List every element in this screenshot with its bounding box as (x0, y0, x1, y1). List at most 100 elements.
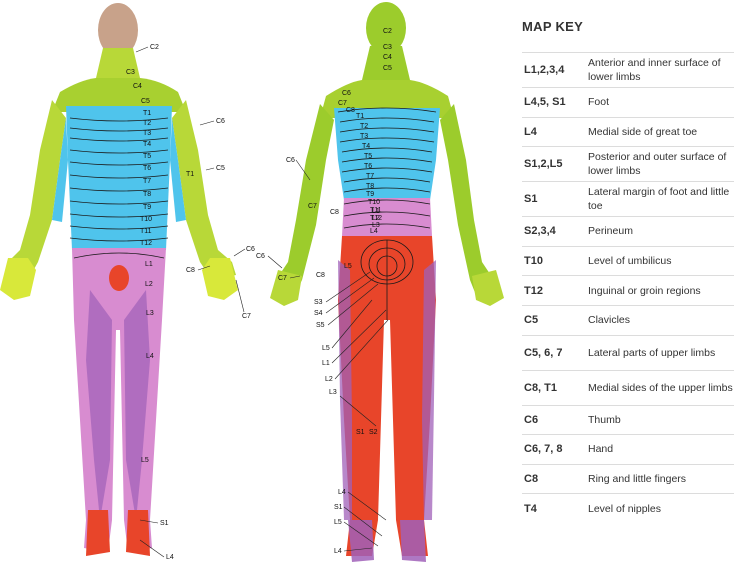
front-label: C5 (216, 165, 225, 172)
map-key-description: Clavicles (588, 314, 631, 327)
back-label: L5 (334, 519, 342, 526)
front-legs-dark-left (86, 290, 112, 520)
front-hand-left (0, 258, 36, 300)
map-key-code: S2,3,4 (524, 225, 556, 238)
back-label: S5 (316, 322, 325, 329)
back-lumbar-region (342, 198, 432, 236)
back-legs-lateral-left (338, 260, 352, 520)
back-label: C6 (256, 253, 265, 260)
map-key-row: L4,5, S1 Foot (522, 87, 734, 117)
back-label: L2 (325, 376, 333, 383)
back-perineum-rings (360, 239, 414, 320)
map-key-code: L4,5, S1 (524, 96, 566, 109)
front-label: C6 (246, 246, 255, 253)
front-label: L4 (166, 554, 174, 561)
back-label: T10 (368, 199, 380, 206)
back-label: S3 (314, 299, 323, 306)
back-label: S2 (369, 429, 378, 436)
back-arm-right (440, 104, 498, 300)
back-label: C4 (383, 54, 392, 61)
back-label: T3 (360, 133, 368, 140)
map-key-description: Foot (588, 96, 610, 109)
front-label: T1 (186, 171, 194, 178)
back-body (270, 2, 504, 562)
front-label: C4 (133, 83, 142, 90)
front-label: T12 (140, 240, 152, 247)
map-key-row: C8 Ring and little fingers (522, 463, 734, 494)
map-key-code: C6 (524, 413, 539, 426)
map-key-description: Ring and little fingers (588, 473, 687, 486)
map-key-code: C5, 6, 7 (524, 346, 563, 359)
map-key-code: C8 (524, 473, 539, 486)
map-key-row: C5 Clavicles (522, 304, 734, 335)
front-groin (109, 265, 129, 291)
map-key-description: Perineum (588, 225, 633, 238)
map-key-description: Hand (588, 443, 614, 456)
front-label: T4 (143, 141, 151, 148)
back-hand-right (472, 270, 504, 306)
back-label: T8 (366, 183, 374, 190)
map-key-code: S1,2,L5 (524, 158, 563, 171)
front-labels: C2 C3 C4 C5 T1 T2 T3 T4 T5 T6 T7 T8 T9 T… (126, 44, 255, 561)
map-key-code: L1,2,3,4 (524, 64, 565, 76)
map-key-code: C8, T1 (524, 381, 558, 394)
front-thoracic-bands (69, 117, 169, 242)
back-label: C7 (278, 275, 287, 282)
back-label: T12 (370, 215, 382, 222)
back-neck (362, 46, 410, 80)
back-label: S4 (314, 310, 323, 317)
front-head (98, 3, 138, 57)
back-head (366, 2, 406, 54)
front-arm-left (4, 100, 66, 280)
back-label: L5 (344, 263, 352, 270)
front-arm-inner-left (52, 118, 68, 222)
back-label: L2 (372, 215, 380, 222)
front-label: C3 (126, 69, 135, 76)
back-label: C7 (308, 203, 317, 210)
front-foot-left (86, 510, 110, 556)
front-label: L4 (146, 353, 154, 360)
front-label: C8 (186, 267, 195, 274)
front-label: T7 (143, 178, 151, 185)
map-key-description: Medial sides of the upper limbs (588, 381, 733, 394)
front-hand-right (202, 258, 238, 300)
back-label: S1 (356, 429, 365, 436)
back-label: L4 (334, 548, 342, 555)
back-label: T6 (364, 163, 372, 170)
front-legs (72, 248, 166, 552)
back-label: L5 (322, 345, 330, 352)
back-label: C7 (338, 100, 347, 107)
map-key-code: S1 (524, 193, 538, 206)
back-label: T1 (356, 113, 364, 120)
back-arm-left (272, 104, 334, 300)
front-label: T1 (143, 110, 151, 117)
back-label: C6 (286, 157, 295, 164)
map-key-description: Anterior and inner surface of lower limb… (588, 57, 721, 83)
back-label: C8 (330, 209, 339, 216)
front-arm-right (172, 100, 236, 280)
front-legs-dark-right (124, 290, 150, 520)
map-key-code: T10 (524, 255, 543, 268)
front-label: L1 (145, 261, 153, 268)
back-label: L3 (329, 389, 337, 396)
map-key-description: Lateral parts of upper limbs (588, 346, 716, 359)
back-label: T4 (362, 143, 370, 150)
back-labels: C2 C3 C4 C5 C6 C7 C8 T1 T2 T3 T4 T5 T6 T… (256, 28, 392, 555)
map-key-row: C8, T1 Medial sides of the upper limbs (522, 369, 734, 405)
back-torso (334, 108, 440, 200)
back-label: T5 (364, 153, 372, 160)
back-label: C3 (383, 44, 392, 51)
front-label: L2 (145, 281, 153, 288)
map-key-code: C5 (524, 314, 539, 327)
dermatome-svg: C2 C3 C4 C5 T1 T2 T3 T4 T5 T6 T7 T8 T9 T… (0, 2, 504, 562)
back-label: C2 (383, 28, 392, 35)
back-label: L4 (370, 228, 378, 235)
back-label: C8 (316, 272, 325, 279)
